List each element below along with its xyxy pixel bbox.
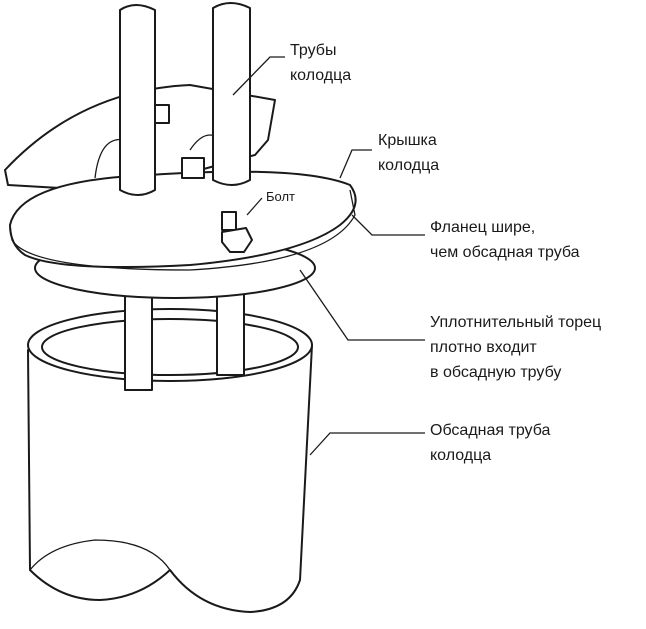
label-bolt: Болт [266, 189, 296, 204]
label-line: колодца [430, 447, 492, 464]
label-line: Обсадная труба [430, 422, 551, 439]
label-pipes: Трубы колодца [290, 38, 351, 88]
well-pipes [119, 2, 251, 196]
label-line: колодца [378, 157, 440, 174]
bolt-icon [221, 211, 253, 253]
label-line: плотно входит [430, 339, 537, 356]
label-line: Уплотнительный торец [430, 314, 602, 331]
clamp [154, 104, 170, 124]
label-line: в обсадную трубу [430, 364, 562, 381]
label-cap: Крышка колодца [378, 128, 439, 178]
label-flange: Фланец шире, чем обсадная труба [430, 215, 580, 265]
label-line: Трубы [290, 42, 337, 59]
label-casing: Обсадная труба колодца [430, 418, 550, 468]
label-line: чем обсадная труба [430, 244, 580, 261]
label-seal: Уплотнительный торец плотно входит в обс… [430, 310, 601, 385]
clamp [181, 157, 205, 179]
cap-flange [9, 170, 357, 269]
leader-lines [232, 56, 425, 456]
label-line: Крышка [378, 132, 437, 149]
label-line: Фланец шире, [430, 219, 536, 236]
casing-pipe [27, 308, 313, 613]
label-line: колодца [290, 67, 352, 84]
